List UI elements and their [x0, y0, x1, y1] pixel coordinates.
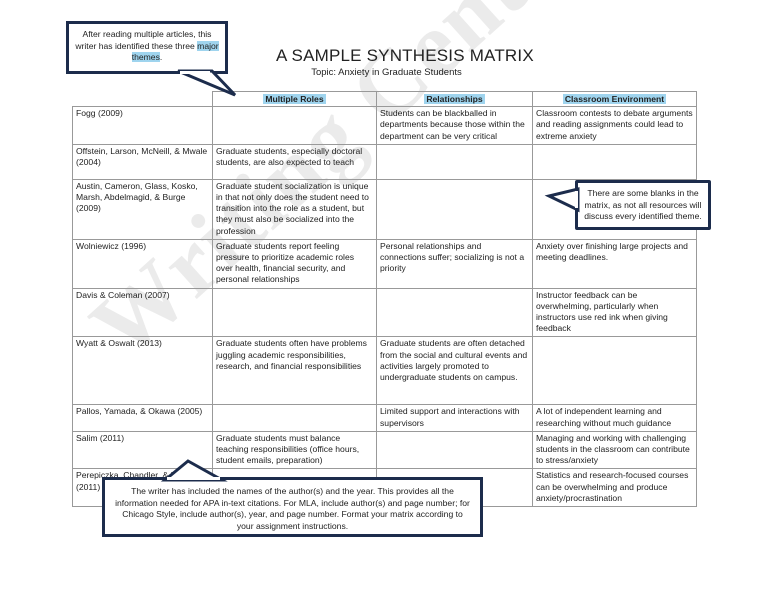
classroom-cell: Managing and working with challenging st…	[532, 430, 697, 470]
roles-cell	[212, 106, 377, 145]
page-title: A SAMPLE SYNTHESIS MATRIX	[276, 46, 534, 65]
roles-cell: Graduate student socialization is unique…	[212, 178, 377, 240]
roles-cell: Graduate students, especially doctoral s…	[212, 143, 377, 180]
classroom-cell	[532, 143, 697, 180]
source-cell: Wolniewicz (1996)	[72, 238, 213, 289]
roles-cell: Graduate students often have problems ju…	[212, 336, 377, 406]
table-row: Wolniewicz (1996) Graduate students repo…	[72, 238, 697, 289]
relationships-cell: Personal relationships and connections s…	[376, 238, 533, 289]
page-subtitle: Topic: Anxiety in Graduate Students	[311, 67, 462, 78]
header-relationships: Relationships	[376, 90, 533, 108]
relationships-cell	[376, 430, 533, 470]
classroom-cell: Anxiety over finishing large projects an…	[532, 238, 697, 289]
table-row: Davis & Coleman (2007) Instructor feedba…	[72, 287, 697, 338]
source-cell: Pallos, Yamada, & Okawa (2005)	[72, 404, 213, 432]
themes-callout-text: After reading multiple articles, this wr…	[75, 29, 212, 51]
header-multiple-roles: Multiple Roles	[212, 90, 377, 108]
source-cell: Offstein, Larson, McNeill, & Mwale (2004…	[72, 143, 213, 180]
classroom-cell: Statistics and research-focused courses …	[532, 468, 697, 508]
source-cell: Salim (2011)	[72, 430, 213, 470]
source-cell: Austin, Cameron, Glass, Kosko, Marsh, Ab…	[72, 178, 213, 240]
synthesis-matrix: Multiple Roles Relationships Classroom E…	[72, 90, 697, 508]
roles-cell	[212, 404, 377, 432]
relationships-cell	[376, 178, 533, 240]
citations-callout: The writer has included the names of the…	[102, 477, 483, 537]
source-cell: Wyatt & Oswalt (2013)	[72, 336, 213, 406]
classroom-cell: Instructor feedback can be overwhelming,…	[532, 287, 697, 338]
matrix-header-row: Multiple Roles Relationships Classroom E…	[72, 90, 697, 108]
table-row: Offstein, Larson, McNeill, & Mwale (2004…	[72, 143, 697, 180]
relationships-cell: Students can be blackballed in departmen…	[376, 106, 533, 145]
blanks-callout-text: There are some blanks in the matrix, as …	[584, 188, 702, 221]
classroom-cell	[532, 336, 697, 406]
table-row: Wyatt & Oswalt (2013) Graduate students …	[72, 336, 697, 406]
roles-cell	[212, 287, 377, 338]
classroom-cell: Classroom contests to debate arguments a…	[532, 106, 697, 145]
matrix-body: Fogg (2009) Students can be blackballed …	[72, 106, 697, 508]
themes-callout-period: .	[159, 52, 163, 62]
header-classroom-environment: Classroom Environment	[532, 90, 697, 108]
relationships-cell: Limited support and interactions with su…	[376, 404, 533, 432]
table-row: Salim (2011) Graduate students must bala…	[72, 430, 697, 470]
table-row: Fogg (2009) Students can be blackballed …	[72, 106, 697, 145]
themes-callout: After reading multiple articles, this wr…	[66, 21, 228, 74]
relationships-cell	[376, 143, 533, 180]
header-blank-cell	[72, 91, 213, 108]
relationships-cell	[376, 287, 533, 338]
classroom-cell: A lot of independent learning and resear…	[532, 404, 697, 432]
table-row: Pallos, Yamada, & Okawa (2005) Limited s…	[72, 404, 697, 432]
citations-callout-text: The writer has included the names of the…	[115, 486, 470, 531]
blanks-callout: There are some blanks in the matrix, as …	[575, 180, 711, 230]
source-cell: Fogg (2009)	[72, 106, 213, 145]
source-cell: Davis & Coleman (2007)	[72, 287, 213, 338]
roles-cell: Graduate students report feeling pressur…	[212, 238, 377, 289]
relationships-cell: Graduate students are often detached fro…	[376, 336, 533, 406]
roles-cell: Graduate students must balance teaching …	[212, 430, 377, 470]
